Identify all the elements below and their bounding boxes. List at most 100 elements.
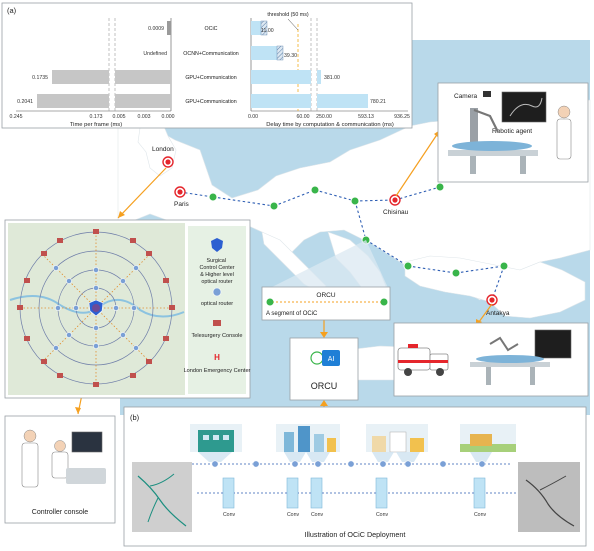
router-node [439, 460, 447, 468]
table-leg [520, 156, 526, 174]
left-tick: 0.173 [90, 114, 103, 120]
link-node2-node3 [273, 189, 316, 207]
city-node-paris [174, 186, 186, 198]
land-anatolia [404, 255, 586, 319]
london-legend-box [188, 226, 246, 394]
console-desk [66, 468, 106, 484]
right-bar-ocic-hatch [260, 20, 268, 36]
node-green [451, 268, 461, 278]
conv-block [375, 477, 388, 509]
node-green [403, 261, 413, 271]
legend-scc-text-line: Control Center [199, 265, 234, 271]
router-node [314, 460, 322, 468]
city-label-antakya: Antakya [486, 310, 510, 317]
angiogram-input [518, 462, 580, 532]
right-axis-label: Delay time by computation & communicatio… [266, 122, 394, 128]
left-bar-ocic [167, 21, 171, 35]
city-node-chisinau [389, 194, 401, 206]
row-name-gpu1: GPU+Communication [185, 75, 236, 81]
city-node-london [162, 156, 174, 168]
doctor-head [557, 105, 571, 119]
angiogram-output [132, 462, 192, 532]
router-node [478, 460, 486, 468]
row-name-ocnn: OCNN+Communication [183, 51, 239, 57]
orcu-strip-segment: A segment of OCiC [266, 311, 318, 317]
link-node1-node2 [212, 196, 275, 207]
right-value-gpu2: 780.21 [370, 99, 386, 105]
surgical-control-center-marker [88, 299, 104, 317]
left-ticks: 0.245 0.173 0.005 0.003 0.000 [10, 114, 175, 120]
left-axis-label: Time per frame (ms) [70, 122, 122, 128]
left-bar-values: 0.0009 Undefined 0.1735 0.2041 [17, 26, 167, 105]
hospital-table-leg [530, 367, 535, 385]
node-green [350, 196, 360, 206]
projection-cones [198, 452, 492, 462]
hospital-patient [476, 355, 544, 363]
city-labels: London Paris Chisinau Antakya [152, 146, 510, 317]
robot-arm [473, 108, 499, 133]
row-name-gpu2: GPU+Communication [185, 99, 236, 105]
controller-label: Controller console [32, 509, 89, 516]
router-node [252, 460, 260, 468]
link-node3-node4 [314, 189, 356, 202]
monitor-angiogram [509, 97, 543, 117]
scene-tile-hospital [190, 424, 242, 452]
legend-console-label: Telesurgery Console [192, 333, 243, 339]
left-tick: 0.000 [162, 114, 175, 120]
conv-block [286, 477, 299, 509]
telesurgery-console-markers [17, 229, 175, 387]
link-node7-node8 [407, 265, 457, 274]
node-green [269, 201, 279, 211]
conv-label: Conv [311, 512, 324, 518]
right-tick: 250.00 [316, 114, 332, 120]
city-label-paris: Paris [174, 201, 190, 208]
right-bar-ocic-fill [251, 21, 261, 35]
scene-tile-town [366, 424, 428, 453]
hospital-panel [393, 322, 589, 397]
left-bar-gpu1-b [115, 70, 171, 84]
right-tick: 936.25 [394, 114, 410, 120]
panel-a-tag: (a) [7, 6, 17, 15]
orcu-strip-title: ORCU [316, 292, 335, 299]
operating-table [448, 150, 538, 156]
orcu-strip-end-left [266, 298, 274, 306]
router-node [347, 460, 355, 468]
right-bar-gpu1-b [317, 70, 321, 84]
zoom-beam [262, 240, 390, 292]
robot-panel: Camera Robotic agent [437, 82, 589, 183]
ambulance [397, 344, 449, 376]
hospital-table [470, 362, 550, 367]
orcu-ai-text: AI [328, 356, 335, 363]
left-tick: 0.245 [10, 114, 23, 120]
link-node6-node7 [365, 239, 409, 267]
left-bar-gpu2-b [115, 94, 171, 108]
conv-label: Conv [474, 512, 487, 518]
spoke [41, 253, 151, 363]
node-green [310, 185, 320, 195]
right-value-ocnn: 39.30 [284, 53, 297, 59]
orcu-strip: ORCU A segment of OCiC [261, 286, 391, 321]
camera-icon [483, 91, 491, 97]
conv-block [310, 477, 323, 509]
hospital-monitor [534, 329, 572, 359]
legend-emergency-label: London Emergency Center [184, 368, 251, 374]
optical-router-markers [53, 265, 139, 351]
left-value-gpu1: 0.1735 [32, 75, 48, 81]
node-green [208, 192, 218, 202]
node-green [435, 182, 445, 192]
doctor-body [556, 118, 572, 160]
left-value-gpu2: 0.2041 [17, 99, 33, 105]
right-value-gpu1: 381.00 [324, 75, 340, 81]
right-bar-gpu2 [251, 94, 311, 108]
link-node8-node9 [455, 265, 505, 274]
camera-label: Camera [454, 93, 478, 100]
link-node9-antakya [491, 265, 505, 301]
router-node [291, 460, 299, 468]
monitor [501, 91, 547, 123]
panel-b-tag: (b) [130, 413, 140, 422]
legend-scc-text-line: optical router [201, 279, 232, 285]
threshold-leader [287, 18, 299, 31]
scene-tile-rural [460, 424, 516, 452]
